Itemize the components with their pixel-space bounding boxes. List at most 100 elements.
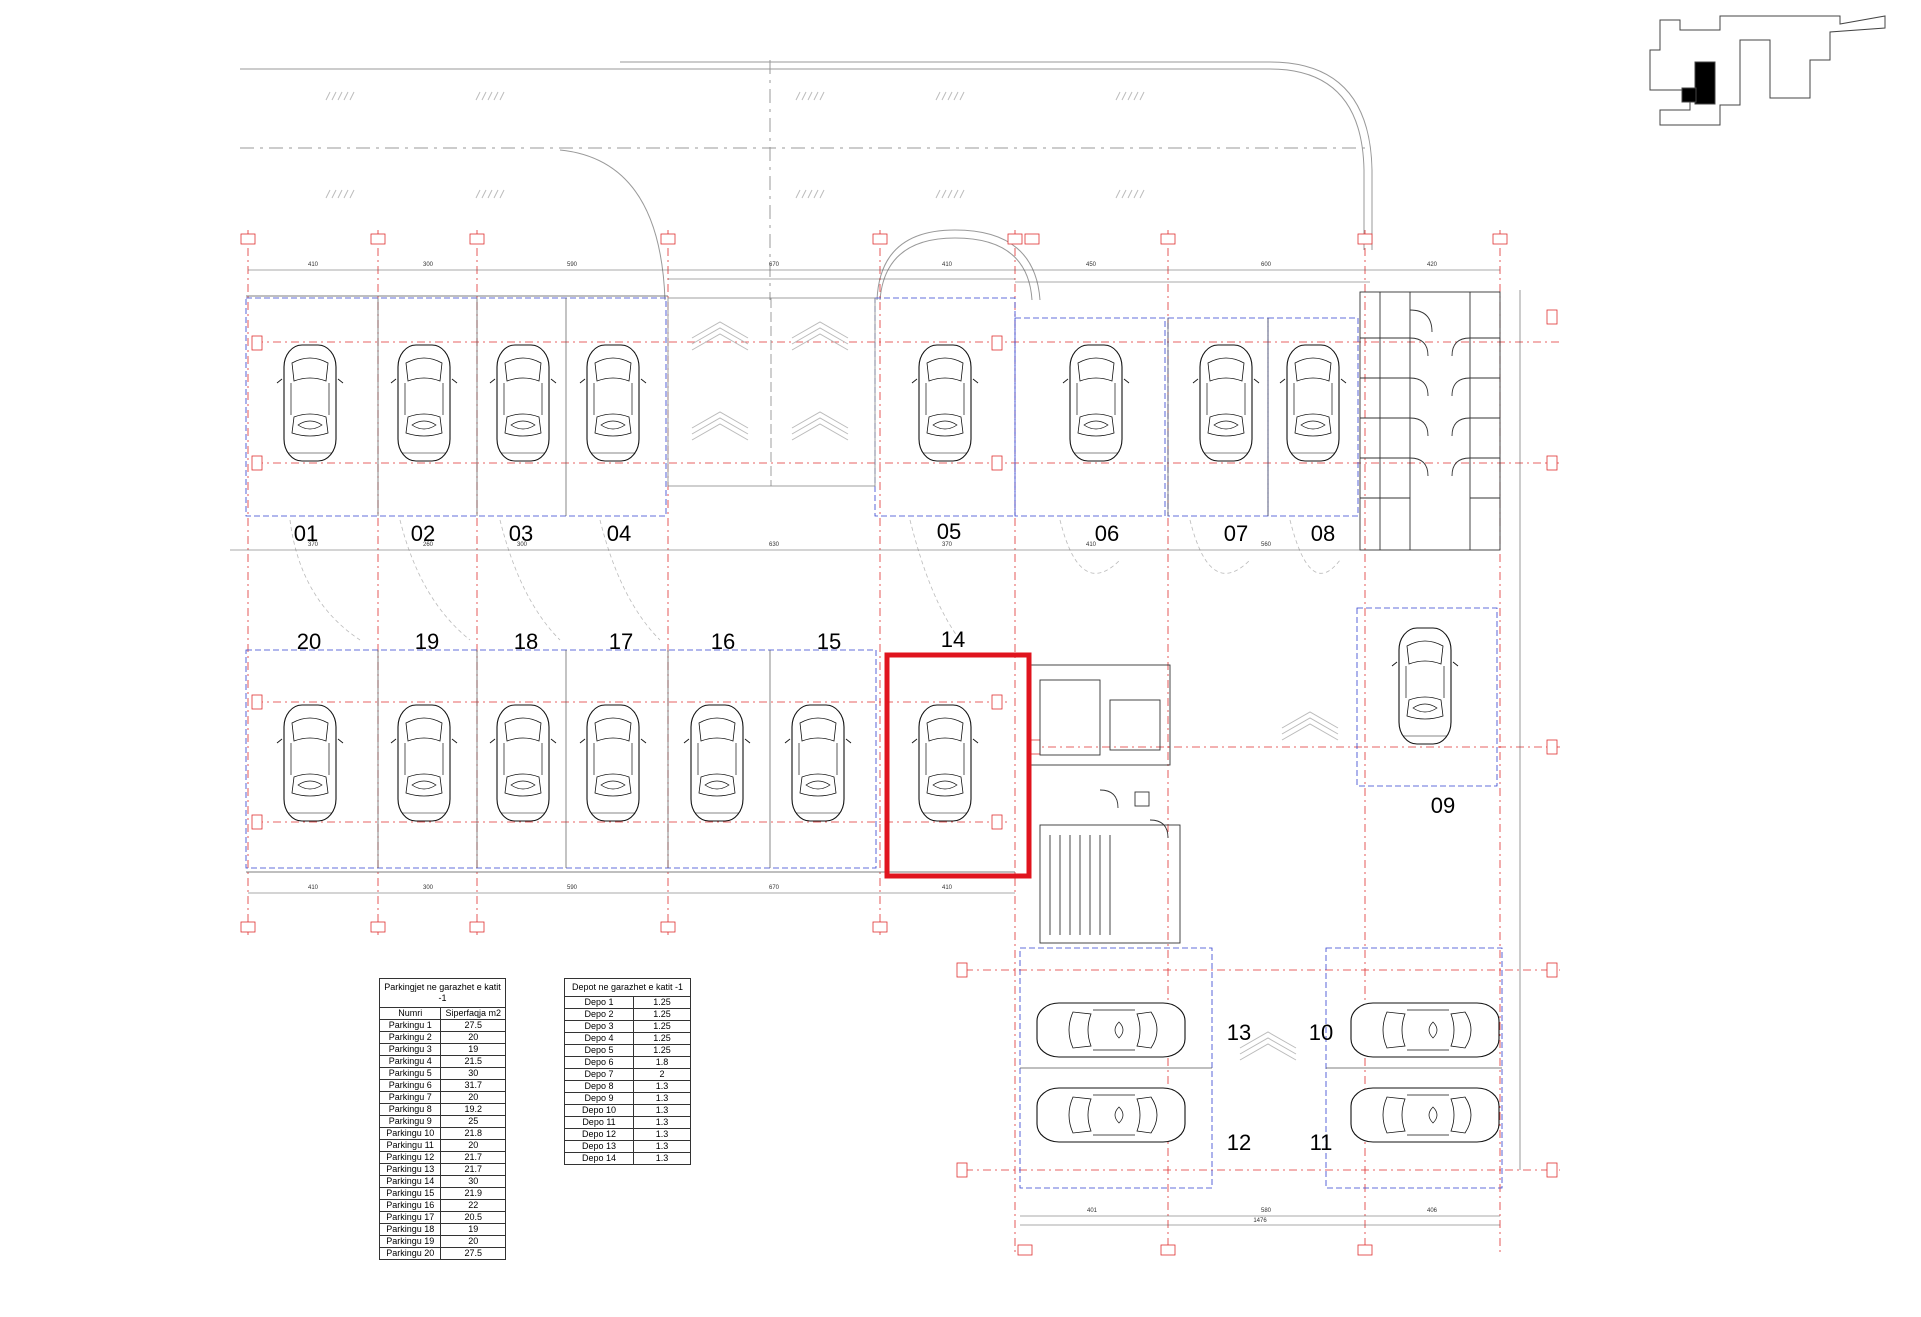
car (276, 344, 344, 462)
row-name: Parkingu 4 (378, 1055, 442, 1068)
row-name: Parkingu 5 (378, 1067, 442, 1080)
access-road (240, 60, 1373, 301)
spot-label-04: 04 (607, 521, 631, 546)
row-name: Parkingu 17 (378, 1211, 442, 1224)
dim-bottom-2: 300 (423, 885, 434, 891)
car (390, 344, 458, 462)
highlighted-parking-spot[interactable] (884, 652, 1032, 879)
structural-grid (247, 230, 1560, 1255)
spot-label-13: 13 (1227, 1020, 1251, 1045)
parking-area-table: Parkingjet ne garazhet e katit -1 Numri … (378, 978, 506, 1260)
row-area: 1.25 (633, 1020, 691, 1033)
row-area: 1.25 (633, 1032, 691, 1045)
row-name: Parkingu 2 (378, 1031, 442, 1044)
dim-mid-1: 370 (308, 542, 319, 548)
row-area: 22 (440, 1199, 506, 1212)
row-name: Parkingu 14 (378, 1175, 442, 1188)
dim-mid-6: 410 (1086, 542, 1097, 548)
row-name: Parkingu 16 (378, 1199, 442, 1212)
parking-table-title: Parkingjet ne garazhet e katit -1 (379, 978, 506, 1007)
aisle-arcs (289, 519, 1341, 641)
car (1279, 344, 1347, 462)
spot-label-02: 02 (411, 521, 435, 546)
spot-label-18: 18 (514, 629, 538, 654)
row-area: 1.25 (633, 1044, 691, 1057)
row-area: 30 (440, 1067, 506, 1080)
row-area: 20 (440, 1235, 506, 1248)
car (1350, 1087, 1500, 1143)
row-area: 1.3 (633, 1140, 691, 1153)
row-name: Depo 2 (564, 1008, 634, 1021)
car (489, 344, 557, 462)
row-area: 1.8 (633, 1056, 691, 1069)
car (489, 704, 557, 822)
storage-rooms (1359, 291, 1501, 551)
row-area: 19 (440, 1223, 506, 1236)
row-area: 1.25 (633, 996, 691, 1009)
dim-top-8: 420 (1427, 262, 1438, 268)
road-hatching (325, 91, 1145, 199)
row-name: Parkingu 1 (378, 1019, 442, 1032)
row-area: 25 (440, 1115, 506, 1128)
row-name: Parkingu 15 (378, 1187, 442, 1200)
dim-top-7: 600 (1261, 262, 1272, 268)
spot-label-08: 08 (1311, 521, 1335, 546)
spot-label-07: 07 (1224, 521, 1248, 546)
row-name: Parkingu 11 (378, 1139, 442, 1152)
spot-label-16: 16 (711, 629, 735, 654)
parking-col-name: Numri (378, 1007, 442, 1020)
row-area: 21.7 (440, 1163, 506, 1176)
car (911, 344, 979, 462)
row-area: 19 (440, 1043, 506, 1056)
spot-label-19: 19 (415, 629, 439, 654)
dim-mid-5: 370 (942, 542, 953, 548)
row-area: 20 (440, 1091, 506, 1104)
row-name: Depo 9 (564, 1092, 634, 1105)
dimension-labels: 410 300 590 670 410 450 600 420 370 260 … (296, 262, 1438, 1224)
row-area: 27.5 (440, 1247, 506, 1260)
row-name: Depo 8 (564, 1080, 634, 1093)
row-area: 1.3 (633, 1152, 691, 1165)
parking-zones (245, 297, 1503, 1189)
spot-label-01: 01 (294, 521, 318, 546)
row-area: 1.3 (633, 1104, 691, 1117)
spot-numbers: 01 02 03 04 05 06 07 08 09 10 11 12 13 1… (294, 519, 1455, 1155)
car (1350, 1002, 1500, 1058)
spot-label-14: 14 (941, 627, 965, 652)
row-name: Parkingu 20 (378, 1247, 442, 1260)
dim-top-1: 410 (308, 262, 319, 268)
spot-label-15: 15 (817, 629, 841, 654)
dim-bottom-3: 590 (567, 885, 578, 891)
car (911, 704, 979, 822)
dim-bottom-4: 670 (769, 885, 780, 891)
row-name: Depo 12 (564, 1128, 634, 1141)
dim-block-2: 580 (1261, 1208, 1272, 1214)
row-name: Depo 13 (564, 1140, 634, 1153)
dim-block-1: 401 (1087, 1208, 1098, 1214)
row-name: Depo 1 (564, 996, 634, 1009)
car (390, 704, 458, 822)
spot-label-06: 06 (1095, 521, 1119, 546)
row-area: 19.2 (440, 1103, 506, 1116)
row-name: Depo 5 (564, 1044, 634, 1057)
row-area: 21.5 (440, 1055, 506, 1068)
car (1062, 344, 1130, 462)
dim-top-3: 590 (567, 262, 578, 268)
